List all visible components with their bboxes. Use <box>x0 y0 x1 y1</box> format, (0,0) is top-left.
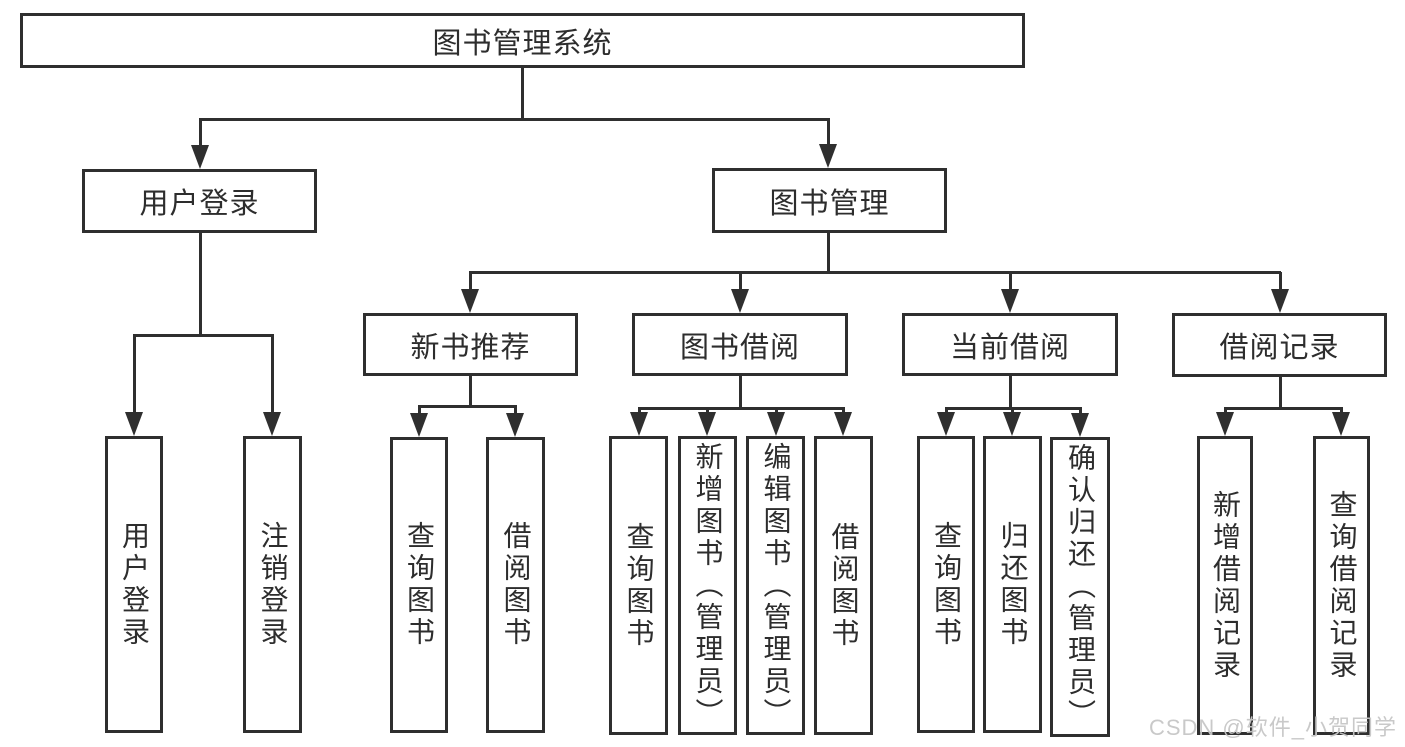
node-leaf-query-book-3: 查询图书 <box>917 436 975 733</box>
arrowhead-down-icon <box>1001 289 1019 313</box>
node-label: 新增借阅记录 <box>1210 489 1241 682</box>
node-label: 当前借阅 <box>949 331 1070 364</box>
node-label: 查询图书 <box>931 520 962 649</box>
node-book-management: 图书管理 <box>712 168 947 233</box>
node-root: 图书管理系统 <box>20 13 1025 68</box>
node-label: 借阅图书 <box>828 521 860 650</box>
node-label: 借阅图书 <box>500 521 532 649</box>
node-label: 新书推荐 <box>410 331 531 364</box>
node-label: 查询图书 <box>404 521 435 649</box>
node-leaf-edit-book: 编辑图书（管理员） <box>746 436 805 735</box>
node-leaf-return-book: 归还图书 <box>983 436 1042 733</box>
node-leaf-query-book-1: 查询图书 <box>390 437 448 733</box>
connector-line <box>827 119 830 159</box>
arrowhead-down-icon <box>937 412 955 436</box>
node-label: 新增图书（管理员） <box>692 441 724 730</box>
connector-line <box>271 335 274 427</box>
arrowhead-down-icon <box>263 412 281 436</box>
connector-line <box>1224 407 1343 410</box>
node-leaf-add-borrow-record: 新增借阅记录 <box>1197 436 1253 735</box>
connector-line <box>521 68 524 121</box>
connector-line <box>739 272 742 305</box>
node-leaf-confirm-return: 确认归还（管理员） <box>1050 437 1110 737</box>
connector-line <box>469 271 1281 274</box>
arrowhead-down-icon <box>630 412 648 436</box>
connector-line <box>469 272 472 305</box>
node-book-borrowing: 图书借阅 <box>632 313 848 376</box>
arrowhead-down-icon <box>767 412 785 436</box>
arrowhead-down-icon <box>1332 412 1350 436</box>
arrowhead-down-icon <box>191 145 209 169</box>
node-label: 用户登录 <box>139 188 260 220</box>
connector-line <box>638 407 845 410</box>
node-label: 图书管理 <box>769 187 890 220</box>
connector-line <box>1009 376 1012 409</box>
node-label: 编辑图书（管理员） <box>760 441 792 730</box>
node-user-login: 用户登录 <box>82 169 317 233</box>
node-label: 图书借阅 <box>679 331 800 364</box>
connector-line <box>133 335 136 427</box>
node-new-book-recommend: 新书推荐 <box>363 313 578 376</box>
arrowhead-down-icon <box>834 412 852 436</box>
node-leaf-query-book-2: 查询图书 <box>609 436 668 735</box>
node-label: 用户登录 <box>119 520 150 649</box>
node-borrowing-records: 借阅记录 <box>1172 313 1387 377</box>
node-leaf-borrow-book-1: 借阅图书 <box>486 437 545 733</box>
connector-line <box>827 233 830 274</box>
connector-line <box>133 334 274 337</box>
node-leaf-user-login: 用户登录 <box>105 436 163 733</box>
csdn-watermark: CSDN @软件_小贺同学 <box>1148 715 1397 740</box>
arrowhead-down-icon <box>1216 412 1234 436</box>
node-label: 图书管理系统 <box>432 27 613 60</box>
node-leaf-borrow-book-2: 借阅图书 <box>814 436 873 735</box>
connector-line <box>199 119 202 160</box>
node-label: 查询借阅记录 <box>1326 489 1358 682</box>
connector-line <box>1279 272 1282 305</box>
node-current-borrowing: 当前借阅 <box>902 313 1118 376</box>
connector-line <box>469 376 472 407</box>
node-leaf-add-book: 新增图书（管理员） <box>678 436 737 735</box>
arrowhead-down-icon <box>698 412 716 436</box>
arrowhead-down-icon <box>1003 412 1021 436</box>
node-label: 查询图书 <box>623 521 655 650</box>
node-leaf-logout: 注销登录 <box>243 436 302 733</box>
arrowhead-down-icon <box>1271 289 1289 313</box>
node-label: 归还图书 <box>997 520 1029 649</box>
arrowhead-down-icon <box>819 144 837 168</box>
connector-line <box>739 376 742 409</box>
connector-line <box>1009 272 1012 305</box>
node-label: 确认归还（管理员） <box>1065 443 1096 731</box>
connector-line <box>418 405 517 408</box>
arrowhead-down-icon <box>1071 413 1089 437</box>
arrowhead-down-icon <box>125 412 143 436</box>
node-label: 借阅记录 <box>1219 332 1340 364</box>
connector-line <box>1279 377 1282 409</box>
arrowhead-down-icon <box>461 289 479 313</box>
node-leaf-query-borrow-record: 查询借阅记录 <box>1313 436 1370 735</box>
node-label: 注销登录 <box>257 520 289 649</box>
arrowhead-down-icon <box>731 289 749 313</box>
arrowhead-down-icon <box>410 413 428 437</box>
arrowhead-down-icon <box>506 413 524 437</box>
connector-line <box>199 118 830 121</box>
connector-line <box>199 233 202 336</box>
